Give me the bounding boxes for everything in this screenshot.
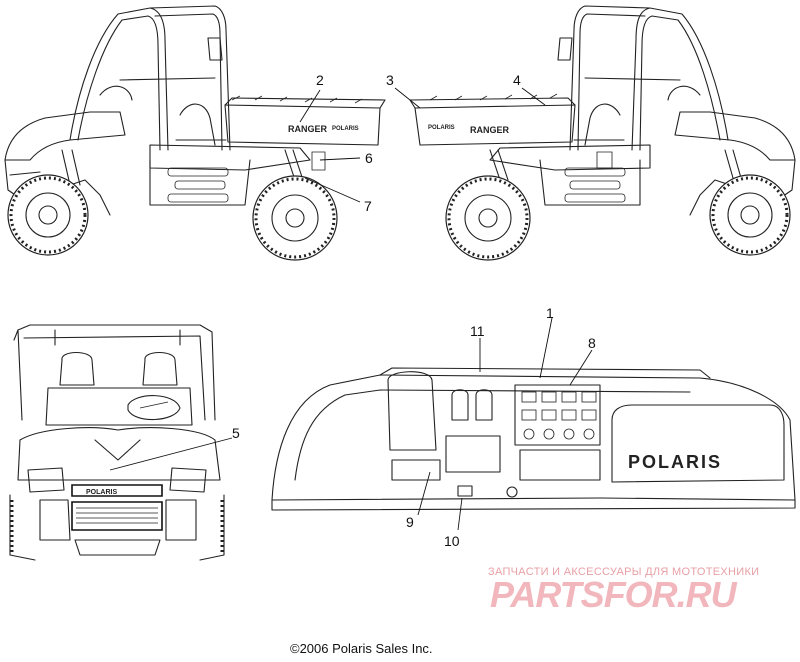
ranger-decal-right: RANGER bbox=[470, 125, 510, 135]
polaris-decal-right: POLARIS bbox=[428, 125, 455, 131]
watermark-brand: PARTSFOR.RU bbox=[490, 574, 738, 615]
ranger-decal-left: RANGER bbox=[288, 124, 328, 134]
callout-11: 11 bbox=[470, 323, 485, 339]
polaris-decal-dash: POLARIS bbox=[628, 452, 722, 472]
left-side-view: RANGER POLARIS bbox=[4, 5, 386, 261]
front-view: POLARIS bbox=[9, 324, 225, 561]
polaris-decal-left: POLARIS bbox=[332, 126, 359, 132]
callout-6: 6 bbox=[365, 150, 373, 166]
callout-9: 9 bbox=[406, 514, 414, 530]
callout-10: 10 bbox=[444, 533, 460, 549]
polaris-decal-front: POLARIS bbox=[86, 489, 117, 496]
copyright-text: ©2006 Polaris Sales Inc. bbox=[290, 641, 433, 656]
callout-2: 2 bbox=[316, 72, 324, 88]
callout-labels: 2 3 4 6 7 5 1 11 8 9 10 bbox=[232, 72, 596, 549]
callout-4: 4 bbox=[513, 72, 521, 88]
callout-5: 5 bbox=[232, 425, 240, 441]
callout-7: 7 bbox=[364, 198, 372, 214]
callout-3: 3 bbox=[386, 72, 394, 88]
callout-8: 8 bbox=[588, 335, 596, 351]
dashboard-view: POLARIS bbox=[271, 367, 796, 511]
callout-leaders bbox=[109, 87, 593, 531]
callout-1: 1 bbox=[546, 305, 554, 321]
right-side-view: RANGER POLARIS bbox=[409, 5, 796, 261]
watermark-subtitle: ЗАПЧАСТИ И АКСЕССУАРЫ ДЛЯ МОТОТЕХНИКИ bbox=[488, 566, 759, 578]
watermark: ЗАПЧАСТИ И АКСЕССУАРЫ ДЛЯ МОТОТЕХНИКИ PA… bbox=[488, 566, 759, 615]
